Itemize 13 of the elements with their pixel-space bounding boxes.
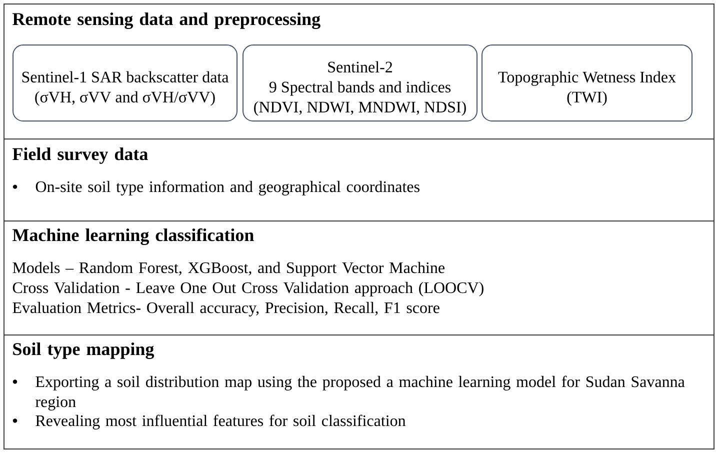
bullet-text: On-site soil type information and geographical coordinates: [36, 180, 420, 196]
text-line: Cross Validation - Leave One Out Cross Validation approach (LOOCV): [12, 282, 484, 296]
text-line: Models – Random Forest, XGBoost, and Support Vector Machine: [12, 262, 444, 276]
section-heading: Remote sensing data and preprocessing: [12, 12, 320, 29]
bullet-text: Exporting a soil distribution map using the proposed a machine learning model for Sudan Savanna region: [36, 376, 685, 410]
bullet-text: Revealing most influential features for soil classification: [36, 414, 406, 430]
data-source-box: Sentinel-1 SAR backscatter data (σVH, σVV and σVH/σVV): [12, 44, 238, 122]
data-source-box: Sentinel-2 9 Spectral bands and indices (NDVI, NDWI, MNDWI, NDSI): [242, 44, 478, 122]
text-line: Evaluation Metrics- Overall accuracy, Precision, Recall, F1 score: [12, 302, 440, 316]
section-heading: Field survey data: [12, 148, 148, 164]
section-heading: Machine learning classification: [12, 228, 254, 245]
section-heading: Soil type mapping: [13, 342, 154, 359]
data-source-box: Topographic Wetness Index (TWI): [482, 44, 692, 122]
